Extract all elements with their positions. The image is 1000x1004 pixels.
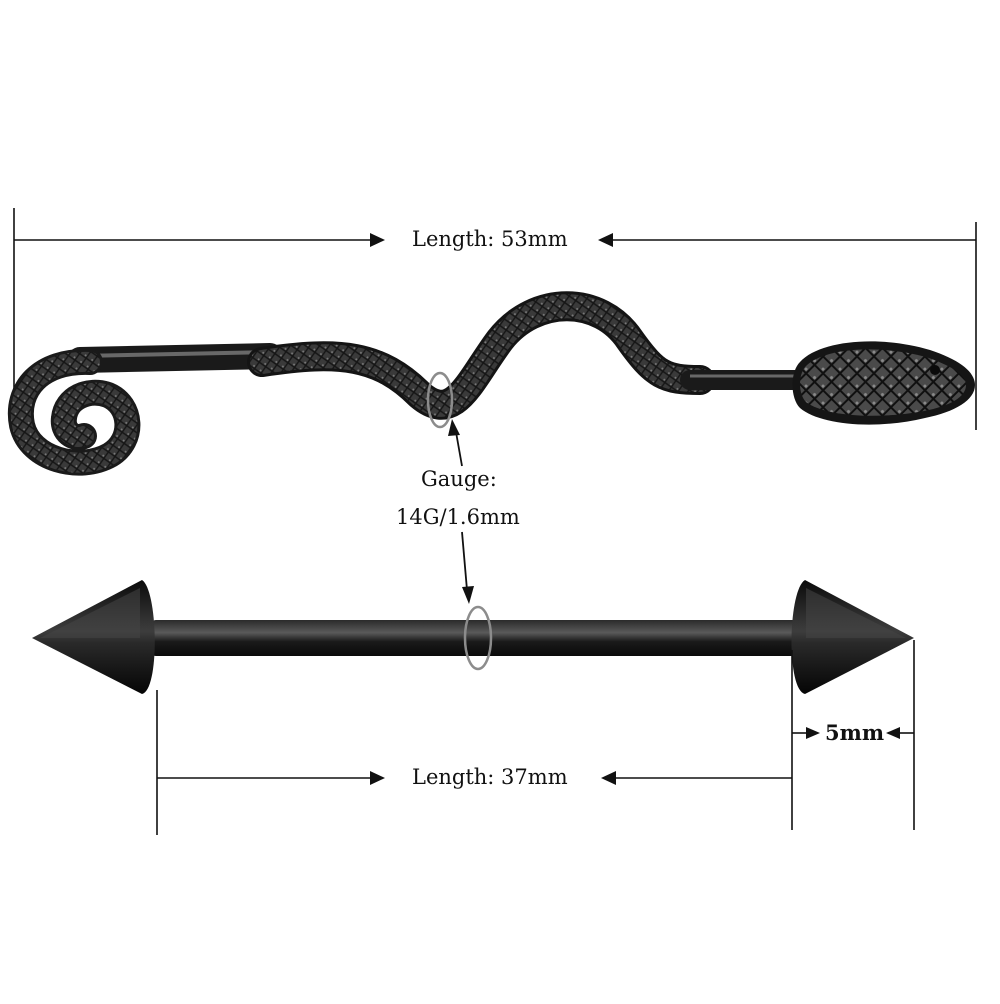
snake-tail-coil: [7, 348, 141, 476]
snake-tail-shaft: [67, 343, 283, 373]
spike-right-arrowhead: [886, 727, 900, 739]
spike-barbell: [32, 580, 914, 694]
snake-barbell: [7, 291, 975, 476]
bar-gauge-ring: [463, 605, 493, 671]
snake-eye: [930, 365, 940, 375]
bottom-length-label: Length: 37mm: [412, 765, 568, 789]
spike-length-label: 5mm: [825, 720, 885, 745]
gauge-arrow-up: [448, 419, 460, 436]
spike-left-arrowhead: [806, 727, 820, 739]
spike-length-dimension: [791, 640, 915, 830]
bottom-right-arrowhead: [601, 771, 616, 785]
bottom-left-arrowhead: [370, 771, 385, 785]
top-right-arrowhead: [598, 233, 613, 247]
gauge-title-label: Gauge:: [421, 467, 497, 491]
top-length-label: Length: 53mm: [412, 227, 568, 251]
gauge-value-label: 14G/1.6mm: [396, 505, 520, 529]
spike-bar-shaft: [150, 620, 800, 656]
snake-head: [792, 341, 975, 425]
snake-gauge-ring: [426, 371, 454, 429]
bottom-length-dimension: [156, 690, 792, 835]
gauge-pointer: [448, 419, 474, 604]
gauge-arrow-down: [462, 586, 474, 604]
top-left-arrowhead: [370, 233, 385, 247]
